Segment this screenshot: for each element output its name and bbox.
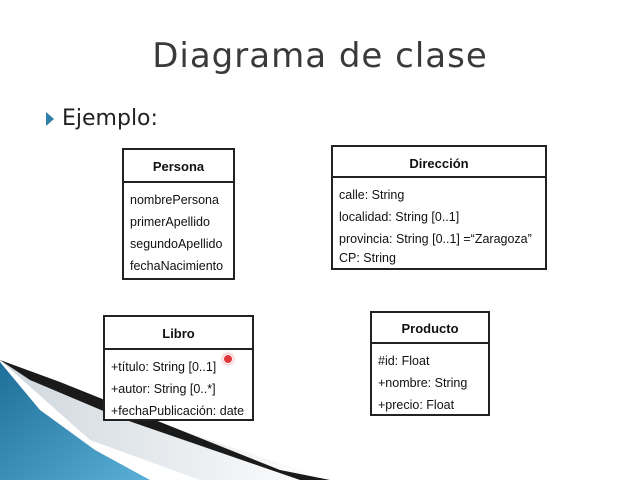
attribute: +autor: String [0..*] xyxy=(111,382,216,396)
attribute: +nombre: String xyxy=(378,376,468,390)
attribute-list-persona: nombrePersona primerApellido segundoApel… xyxy=(124,183,233,277)
attribute: #id: Float xyxy=(378,354,430,368)
attribute-list-direccion: calle: String localidad: String [0..1] p… xyxy=(333,178,545,267)
class-box-direccion: Dirección calle: String localidad: Strin… xyxy=(331,145,547,270)
bullet-item: Ejemplo: xyxy=(46,106,158,131)
laser-pointer-icon xyxy=(223,354,233,364)
slide-title: Diagrama de clase xyxy=(152,36,488,76)
attribute: localidad: String [0..1] xyxy=(339,210,460,224)
class-name-persona: Persona xyxy=(124,150,233,183)
attribute: fechaNacimiento xyxy=(130,259,224,273)
triangle-bullet-icon xyxy=(46,111,54,126)
attribute: provincia: String [0..1] =“Zaragoza” xyxy=(339,232,532,246)
attribute-list-libro: +título: String [0..1] +autor: String [0… xyxy=(105,350,252,422)
attribute: +precio: Float xyxy=(378,398,455,412)
attribute: calle: String xyxy=(339,188,405,202)
attribute: primerApellido xyxy=(130,215,210,229)
class-name-direccion: Dirección xyxy=(333,147,545,178)
attribute-list-producto: #id: Float +nombre: String +precio: Floa… xyxy=(372,344,488,416)
attribute: nombrePersona xyxy=(130,193,219,207)
attribute: +fechaPublicación: date xyxy=(111,404,245,418)
attribute: segundoApellido xyxy=(130,237,223,251)
class-name-producto: Producto xyxy=(372,313,488,344)
swoosh-gray xyxy=(0,360,330,480)
class-box-libro: Libro +título: String [0..1] +autor: Str… xyxy=(103,315,254,421)
class-box-persona: Persona nombrePersona primerApellido seg… xyxy=(122,148,235,280)
class-name-libro: Libro xyxy=(105,317,252,350)
swoosh-blue xyxy=(0,362,150,480)
attribute: CP: String xyxy=(339,251,396,265)
bullet-text: Ejemplo: xyxy=(62,106,158,131)
attribute: +título: String [0..1] xyxy=(111,360,217,374)
class-box-producto: Producto #id: Float +nombre: String +pre… xyxy=(370,311,490,416)
